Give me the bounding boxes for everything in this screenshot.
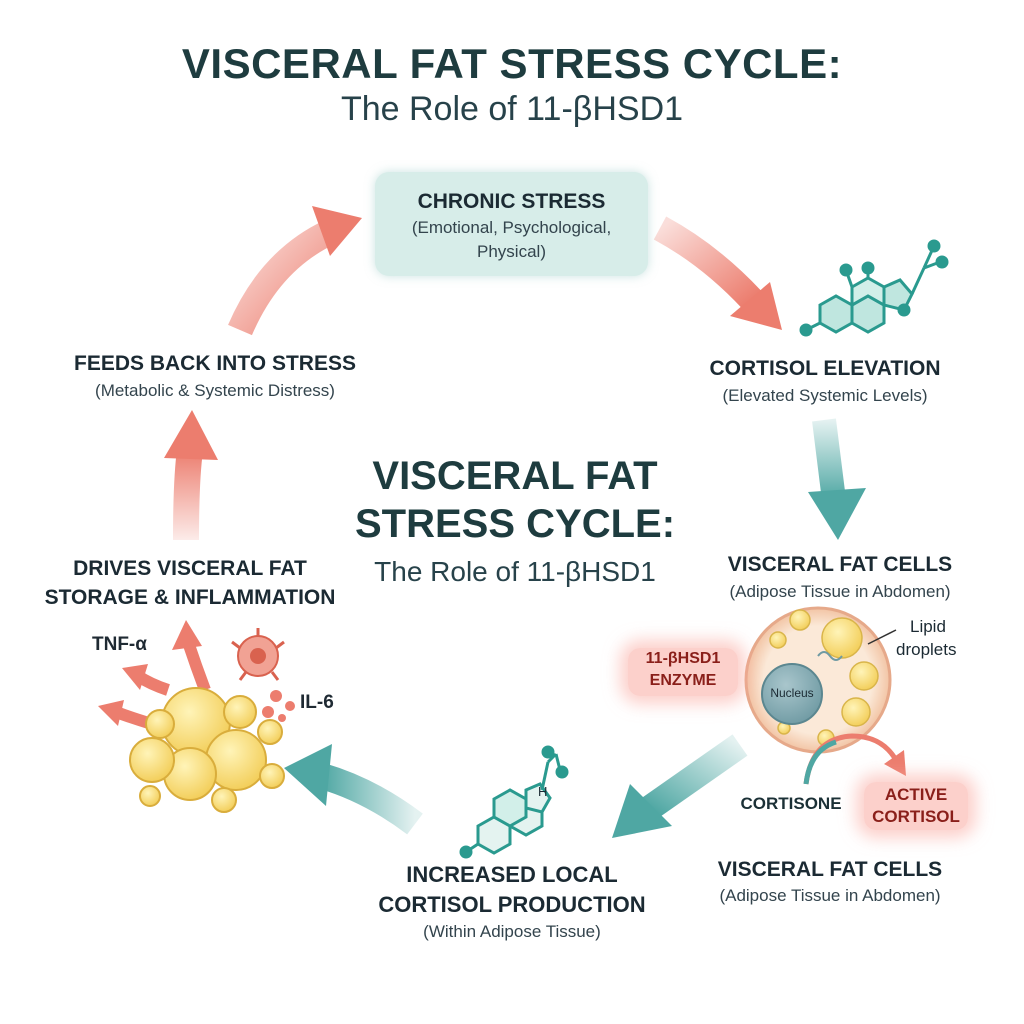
drives-storage-title-1: DRIVES VISCERAL FAT (73, 557, 307, 580)
local-cortisol-sub: (Within Adipose Tissue) (423, 922, 601, 941)
arrow-stress-to-cortisol (653, 216, 782, 330)
conversion-arrow-icon (803, 733, 906, 785)
visceral-fat-cells-title-bottom: VISCERAL FAT CELLS (717, 858, 943, 881)
active-cortisol-glow (864, 782, 968, 830)
center-title-line-2: STRESS CYCLE: (354, 502, 676, 546)
local-cortisol-title-2: CORTISOL PRODUCTION (378, 892, 646, 917)
enzyme-label-2: ENZYME (649, 672, 717, 689)
arrow-fat-to-local-cortisol (612, 734, 748, 838)
center-title-line-1: VISCERAL FAT (372, 454, 658, 498)
nucleus-label: Nucleus (770, 686, 814, 700)
visceral-fat-cells-title-top: VISCERAL FAT CELLS (727, 553, 953, 576)
page-title: VISCERAL FAT STRESS CYCLE: (181, 40, 843, 87)
active-cortisol-label-1: ACTIVE (884, 785, 948, 804)
feeds-back-sub: (Metabolic & Systemic Distress) (95, 381, 335, 400)
immune-cell-icon (231, 628, 285, 681)
arrow-feedback-to-stress (228, 206, 362, 336)
feeds-back-title: FEEDS BACK INTO STRESS (74, 352, 356, 375)
enzyme-label-1: 11-βHSD1 (645, 650, 721, 667)
page-subtitle: The Role of 11-βHSD1 (340, 90, 684, 128)
arrow-storage-to-feedback (164, 410, 218, 541)
enzyme-glow (628, 648, 738, 696)
cortisol-elevation-sub: (Elevated Systemic Levels) (722, 386, 928, 405)
fat-cell-icon (744, 606, 897, 754)
visceral-fat-cells-sub-top: (Adipose Tissue in Abdomen) (729, 582, 951, 601)
steroid-molecule-icon (799, 239, 949, 337)
molecule-h-label: H (538, 784, 547, 799)
tnf-label: TNF-α (92, 634, 147, 655)
cortisol-elevation-title: CORTISOL ELEVATION (709, 357, 941, 380)
drives-storage-title-2: STORAGE & INFLAMMATION (44, 586, 336, 609)
cytokine-dots (262, 690, 295, 722)
inflammation-arrows (98, 620, 211, 730)
lipid-label-1: Lipid (910, 617, 946, 636)
chronic-stress-sub-2: Physical) (477, 242, 546, 261)
chronic-stress-box (375, 172, 648, 276)
center-subtitle: The Role of 11-βHSD1 (374, 556, 656, 587)
chronic-stress-sub-1: (Emotional, Psychological, (411, 218, 612, 237)
center-title: VISCERAL FAT STRESS CYCLE: (340, 452, 690, 548)
steroid-molecule-local-icon (459, 745, 569, 859)
active-cortisol-label-2: CORTISOL (872, 807, 960, 826)
local-cortisol-title-1: INCREASED LOCAL (406, 862, 618, 887)
arrow-local-to-storage (284, 744, 423, 835)
il6-label: IL-6 (300, 692, 334, 713)
chronic-stress-title: CHRONIC STRESS (417, 190, 606, 213)
lipid-label-2: droplets (896, 640, 957, 659)
arrow-cortisol-to-fat (808, 418, 866, 540)
visceral-fat-cells-sub-bottom: (Adipose Tissue in Abdomen) (719, 886, 941, 905)
fat-cluster-icon (129, 687, 285, 813)
cortisone-label: CORTISONE (740, 794, 842, 813)
